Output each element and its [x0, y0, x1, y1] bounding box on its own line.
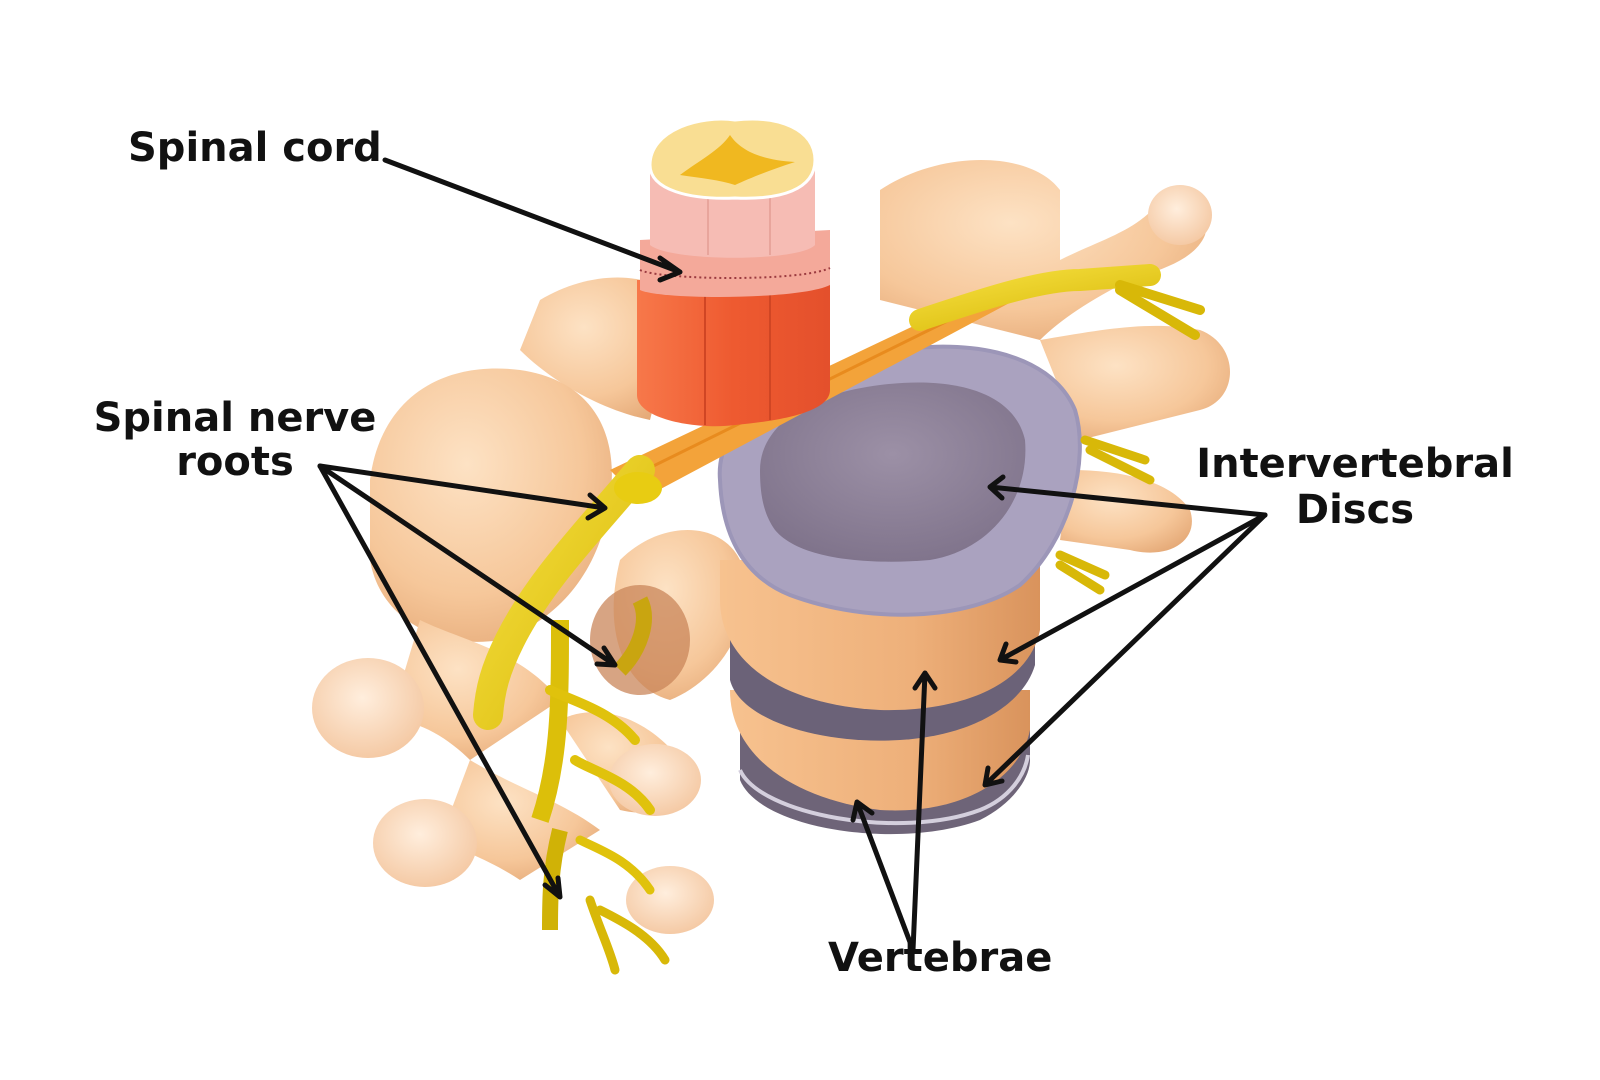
label-vertebrae: Vertebrae: [828, 935, 1053, 981]
spinal-nerves: [473, 264, 1205, 975]
arrow-disc-3: [982, 512, 1268, 788]
label-intervertebral-discs-line1: Intervertebral: [1196, 441, 1514, 487]
arrow-nerve-root-3: [317, 463, 563, 900]
label-spinal-cord: Spinal cord: [128, 125, 382, 171]
spinal-cord: [637, 117, 831, 427]
annotation-arrows: [317, 157, 1268, 953]
arrow-disc-1: [987, 474, 1268, 518]
arrow-vertebra-1: [910, 670, 938, 953]
label-spinal-nerve-roots-line2: roots: [176, 439, 294, 485]
intervertebral-disc: [717, 344, 1082, 617]
vertebra-posterior-processes: [312, 160, 1230, 934]
arrow-spinal-cord: [382, 157, 683, 283]
arrow-nerve-root-2: [317, 463, 618, 668]
arrow-disc-2: [997, 512, 1268, 665]
label-spinal-nerve-roots-line1: Spinal nerve: [93, 395, 377, 441]
label-intervertebral-discs-line2: Discs: [1295, 487, 1415, 533]
arrow-nerve-root-1: [317, 463, 608, 521]
arrow-vertebra-2: [850, 799, 916, 953]
